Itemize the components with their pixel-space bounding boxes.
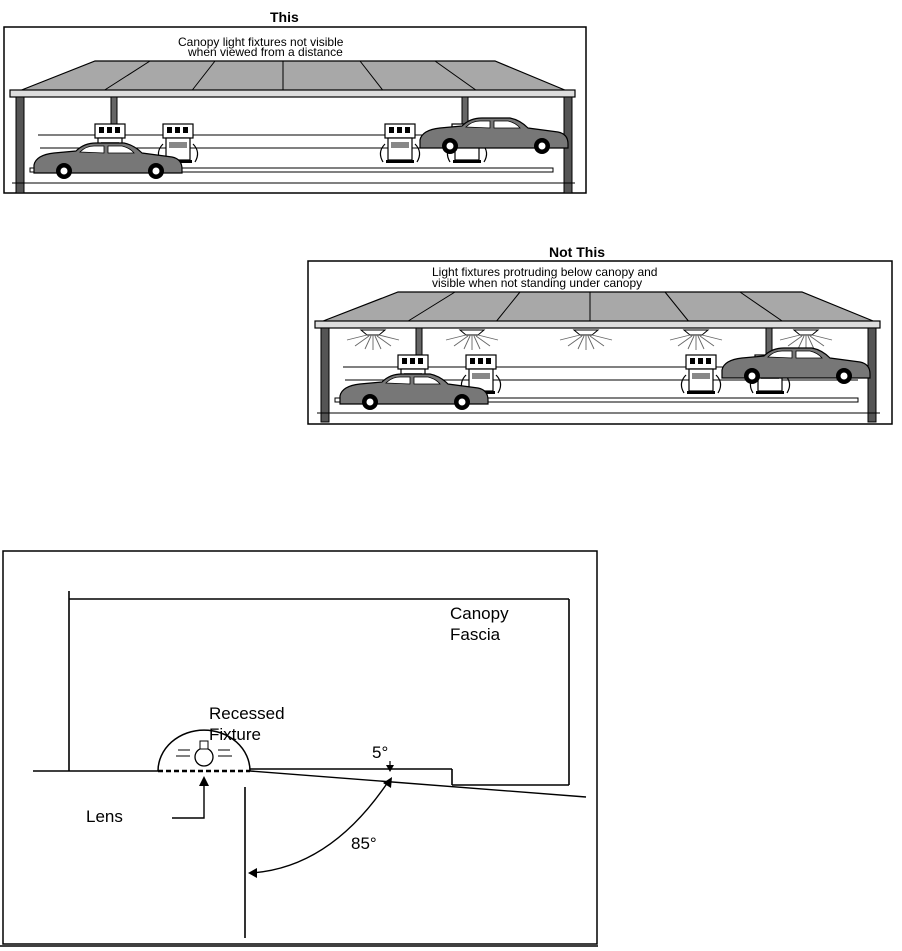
this-panel-caption-line2: when viewed from a distance (188, 45, 343, 59)
recessed-fixture-label-line1: Recessed (209, 704, 285, 723)
not-this-panel-title: Not This (549, 244, 605, 260)
not-this-panel (307, 260, 893, 425)
angle-5-label: 5° (372, 743, 389, 762)
this-panel-title: This (270, 9, 299, 25)
not-this-panel-caption-line2: visible when not standing under canopy (432, 276, 643, 290)
recessed-fixture-icon (157, 729, 251, 773)
recessed-fixture-detail (0, 550, 598, 947)
canopy-fascia-label-line1: Canopy (450, 604, 509, 623)
this-panel-caption-line1: Canopy light fixtures not visible (178, 35, 344, 49)
not-this-panel-caption-line1: Light fixtures protruding below canopy a… (432, 265, 658, 279)
this-panel (3, 26, 587, 194)
angle-85-label: 85° (351, 834, 377, 853)
lens-label: Lens (86, 807, 123, 826)
canopy-fascia-label-line2: Fascia (450, 625, 501, 644)
recessed-fixture-label-line2: Fixture (209, 725, 261, 744)
